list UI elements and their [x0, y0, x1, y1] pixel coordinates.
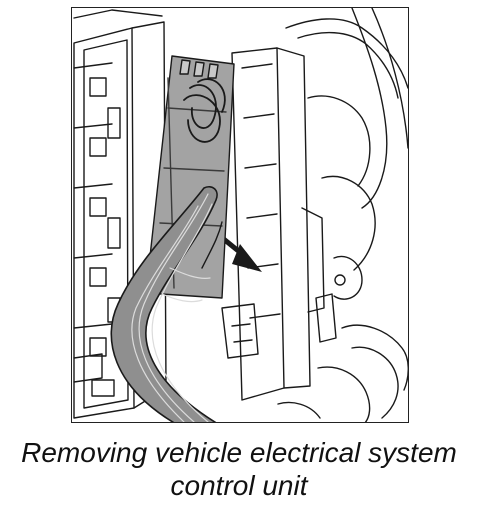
right-structure	[277, 8, 408, 422]
wiring-harness	[110, 185, 223, 422]
technical-illustration	[71, 7, 409, 423]
caption-line-2: control unit	[170, 470, 308, 501]
illustration-svg	[73, 8, 408, 422]
cable-loops	[183, 78, 226, 143]
control-unit-body	[221, 47, 311, 401]
figure-caption: Removing vehicle electrical system contr…	[0, 436, 478, 502]
caption-line-1: Removing vehicle electrical system	[21, 437, 457, 468]
